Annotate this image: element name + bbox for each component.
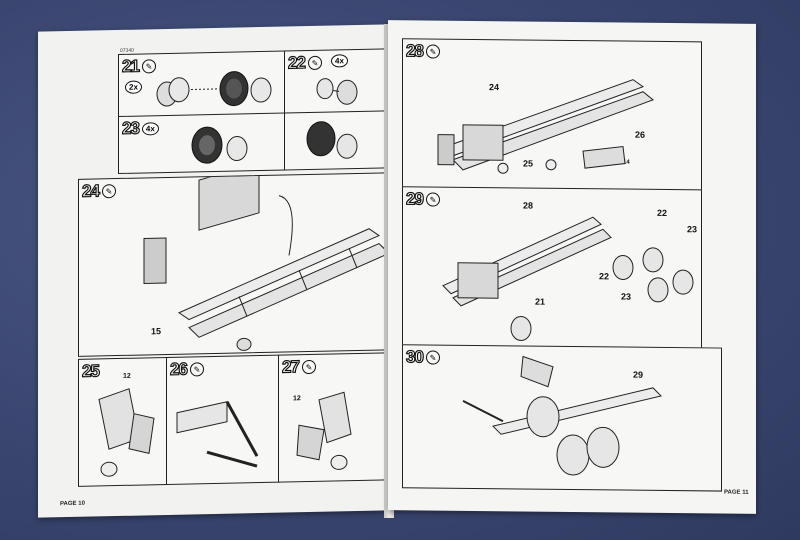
step-26-panel: 26 ✎ — [166, 354, 280, 486]
cab-part-drawing — [98, 388, 155, 477]
left-page: 07340 21 ✎ 2x 22 ✎ 4x 23 — [38, 24, 390, 518]
step-23-detail-panel — [284, 110, 388, 171]
rear-axle-drawing — [462, 355, 662, 476]
step-23-panel: 23 4x — [118, 112, 286, 175]
right-page-number: PAGE 11 — [724, 489, 749, 496]
step-22-panel: 22 ✎ 4x — [284, 48, 388, 115]
step-24-panel: 24 ✎ 20 15 — [78, 172, 388, 357]
tire-hub-drawing — [306, 121, 358, 159]
step-25-panel: 25 12 — [78, 356, 168, 487]
chassis-engine-drawing — [143, 173, 388, 351]
hub-drawing — [316, 78, 358, 105]
right-page: 07340 28 ✎ 24 25 26 14 29 ✎ 28 22 23 22 … — [388, 20, 756, 514]
chassis-wheels-drawing — [442, 216, 694, 341]
chassis-drawing — [437, 79, 654, 174]
tire-drawing — [191, 126, 248, 164]
left-page-number: PAGE 10 — [60, 500, 85, 508]
step-30-panel: 30 ✎ 29 — [402, 344, 722, 492]
cab-part-drawing — [296, 391, 352, 470]
step-27-panel: 27 ✎ 12 — [278, 352, 388, 483]
wheel-assembly-drawing — [156, 71, 272, 107]
step-28-panel: 28 ✎ 24 25 26 14 — [402, 38, 702, 192]
step-21-panel: 21 ✎ 2x — [118, 50, 286, 119]
step-29-panel: 29 ✎ 28 22 23 22 23 21 — [402, 186, 702, 350]
bracket-drawing — [176, 400, 259, 468]
